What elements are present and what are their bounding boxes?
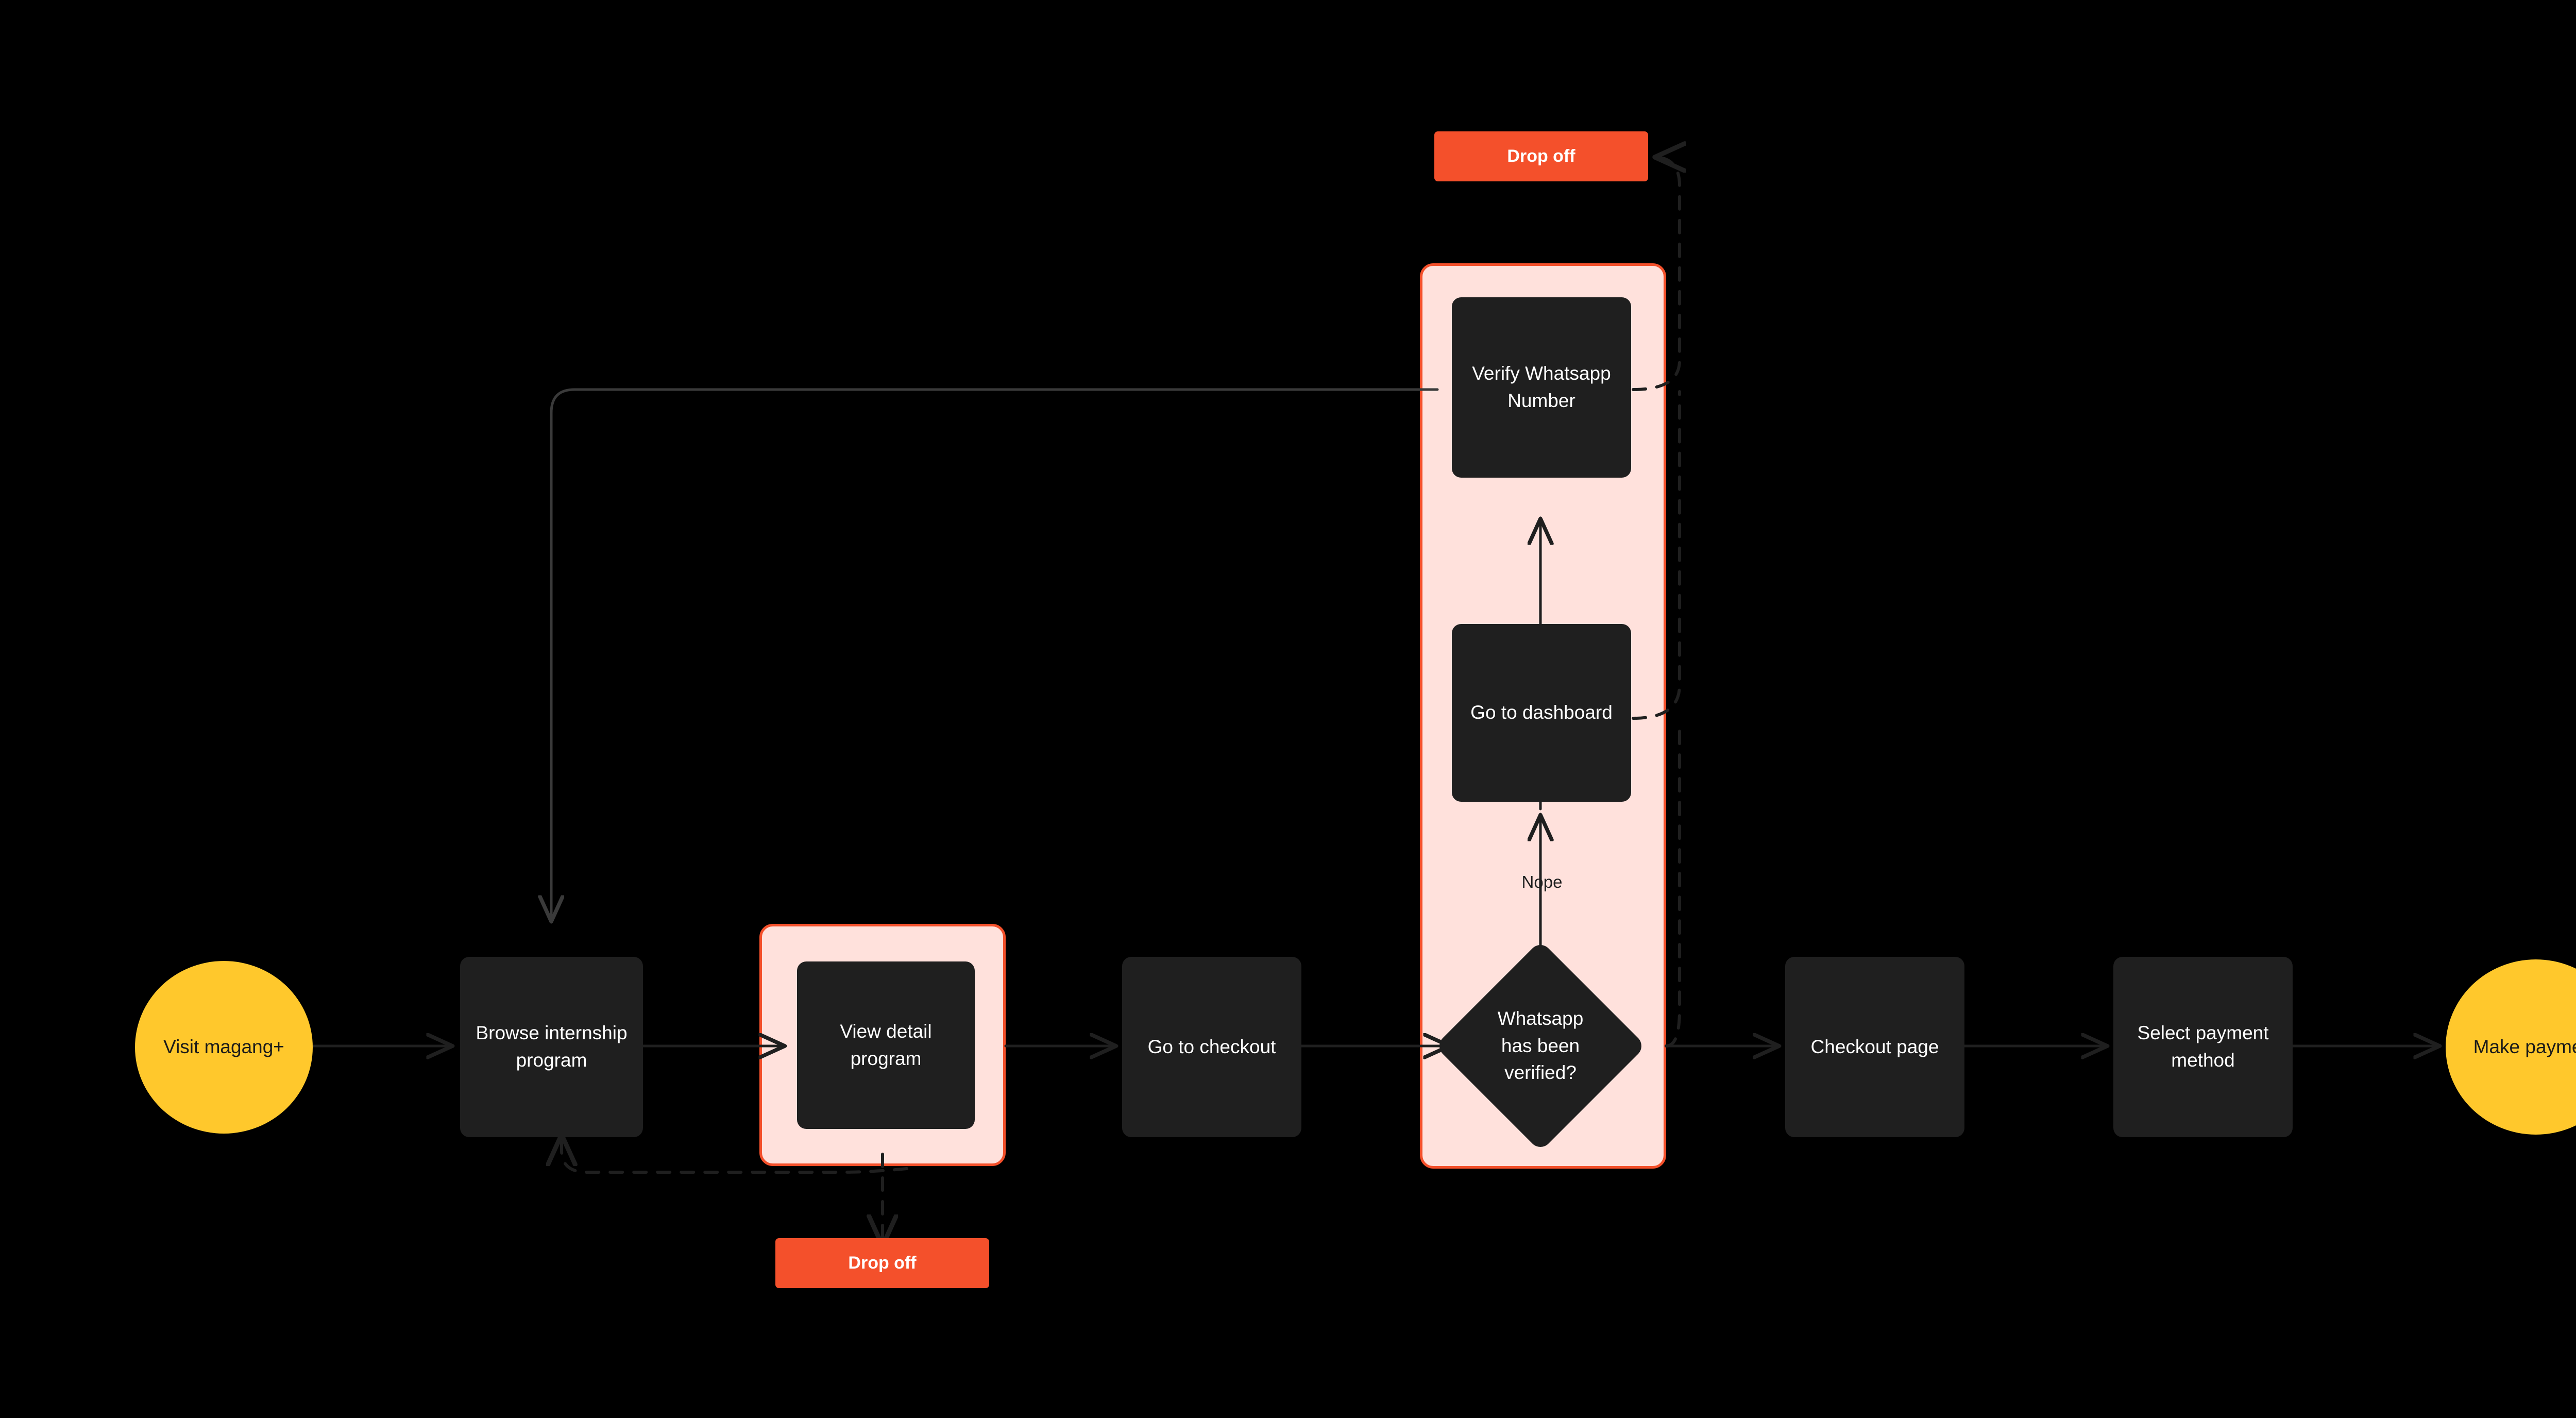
node-verify-whatsapp-number[interactable]: Verify Whatsapp Number	[1452, 297, 1631, 478]
node-go-to-dashboard-label: Go to dashboard	[1470, 702, 1613, 723]
node-verify-whatsapp-number-label: Verify Whatsapp Number	[1472, 363, 1611, 411]
node-make-payment-label: Make payment	[2473, 1036, 2576, 1057]
node-visit-magang-label: Visit magang+	[163, 1036, 284, 1058]
node-visit-magang[interactable]: Visit magang+	[135, 961, 313, 1134]
node-whatsapp-has-been-verified[interactable]: Whatsapp has been verified?	[1434, 940, 1647, 1152]
edge-verify-whatsapp-to-dropoff-top	[1632, 157, 1680, 391]
node-view-detail-program[interactable]: View detail program	[797, 961, 975, 1129]
node-checkout-page-label: Checkout page	[1810, 1036, 1939, 1057]
dropoff-badge-bottom[interactable]: Drop off	[775, 1238, 989, 1288]
node-go-to-checkout[interactable]: Go to checkout	[1122, 957, 1301, 1137]
node-go-to-checkout-label: Go to checkout	[1147, 1036, 1276, 1057]
edge-view-detail-to-browse-return	[562, 1132, 908, 1174]
node-select-payment-method-label: Select payment method	[2137, 1022, 2269, 1071]
node-go-to-dashboard[interactable]: Go to dashboard	[1452, 624, 1631, 802]
edge-label-nope-text: Nope	[1521, 872, 1563, 891]
node-checkout-page[interactable]: Checkout page	[1785, 957, 1964, 1137]
dropoff-badge-top[interactable]: Drop off	[1434, 131, 1648, 181]
dropoff-badge-bottom-label: Drop off	[848, 1253, 917, 1273]
node-make-payment[interactable]: Make payment	[2446, 959, 2576, 1135]
edge-verify-whatsapp-to-browse	[551, 388, 1439, 924]
dropoff-badge-top-label: Drop off	[1507, 146, 1575, 166]
edge-wa-decision-to-dropoff-trunk	[1665, 720, 1681, 1048]
node-whatsapp-has-been-verified-label: Whatsapp has been verified?	[1497, 1008, 1584, 1084]
node-view-detail-program-label: View detail program	[840, 1020, 932, 1069]
node-browse-internship-program[interactable]: Browse internship program	[460, 957, 643, 1137]
edge-label-nope: Nope	[1514, 872, 1570, 892]
node-browse-internship-program-label: Browse internship program	[476, 1022, 628, 1071]
edge-dashboard-to-dropoff-trunk	[1632, 390, 1681, 720]
node-select-payment-method[interactable]: Select payment method	[2113, 957, 2293, 1137]
